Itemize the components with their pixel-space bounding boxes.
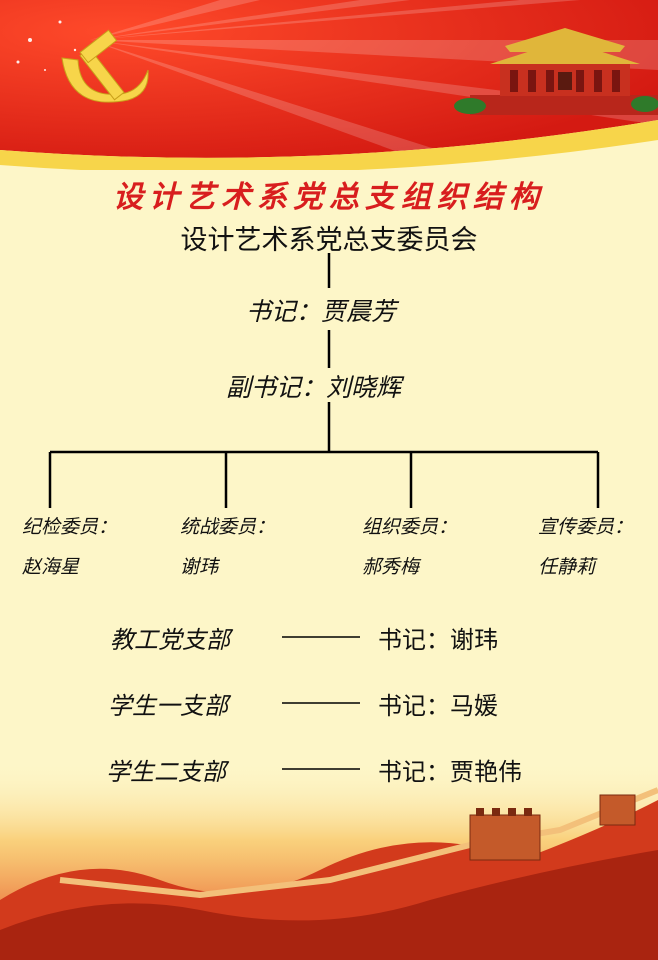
member-name-discipline: 赵海星 (22, 556, 80, 578)
great-wall-icon (0, 760, 658, 960)
committee-name: 设计艺术系党总支委员会 (180, 225, 478, 256)
member-role-propaganda: 宣传委员： (538, 516, 634, 538)
branch-secretary-faculty: 书记：谢玮 (378, 626, 498, 654)
red-banner (0, 0, 658, 170)
member-name-propaganda: 任静莉 (538, 556, 596, 578)
tiananmen-gate-icon (454, 28, 658, 115)
member-name-united-front: 谢玮 (180, 556, 219, 578)
branch-secretary-student-2: 书记：贾艳伟 (378, 758, 522, 786)
secretary-label: 书记：贾晨芳 (246, 297, 397, 326)
member-role-organization: 组织委员： (362, 516, 458, 538)
branch-name-student-1: 学生一支部 (108, 692, 228, 720)
hammer-sickle-icon (61, 29, 149, 103)
branch-name-faculty: 教工党支部 (110, 626, 230, 654)
branch-secretary-student-1: 书记：马媛 (378, 692, 498, 720)
member-role-united-front: 统战委员： (180, 516, 276, 538)
deputy-secretary-label: 副书记：刘晓辉 (226, 373, 402, 402)
member-name-organization: 郝秀梅 (362, 556, 420, 578)
member-role-discipline: 纪检委员： (22, 516, 118, 538)
page-title: 设计艺术系党总支组织结构 (113, 180, 545, 215)
branch-name-student-2: 学生二支部 (106, 758, 226, 786)
